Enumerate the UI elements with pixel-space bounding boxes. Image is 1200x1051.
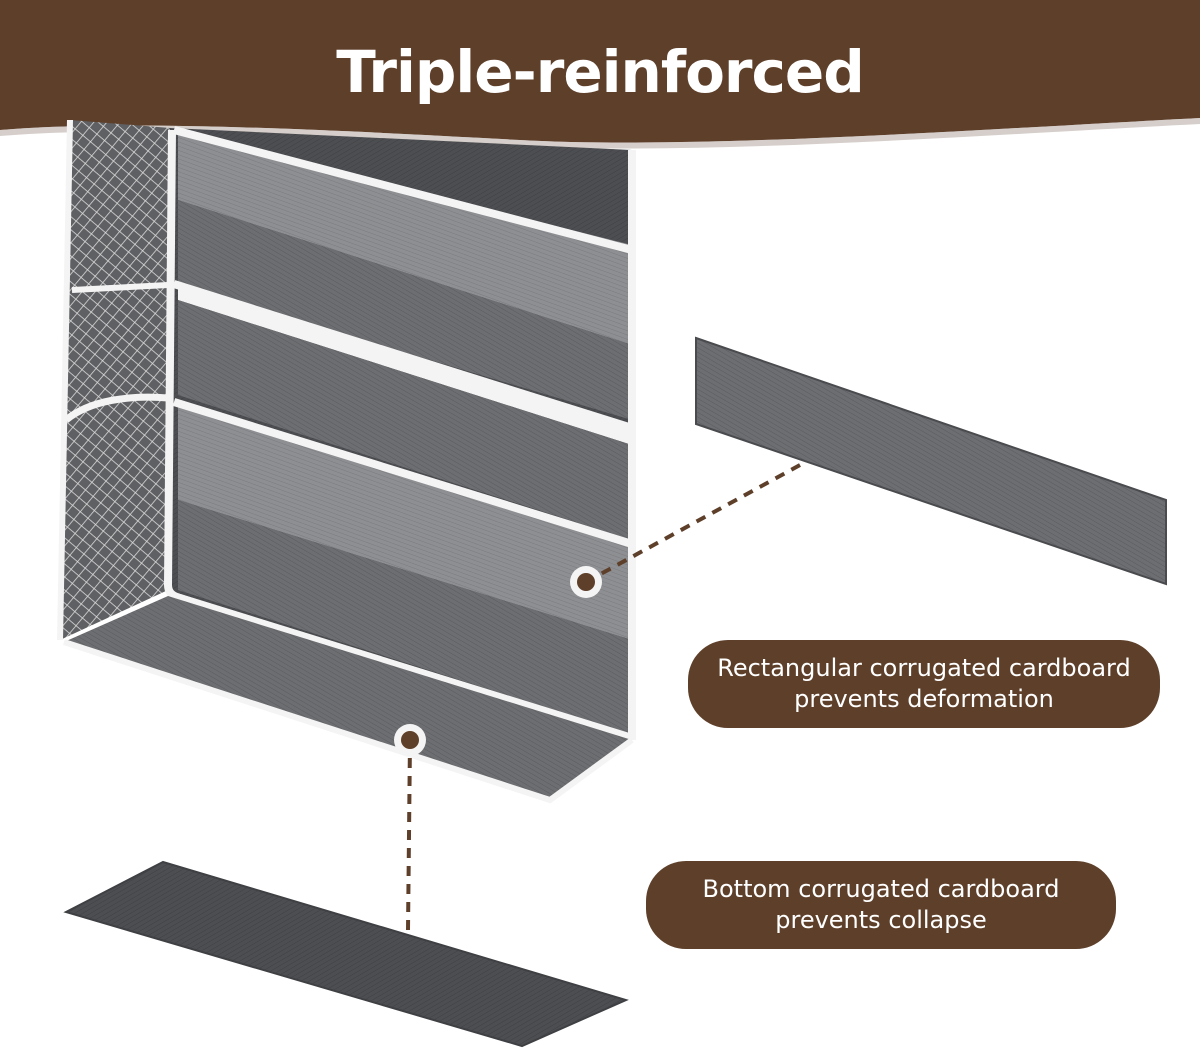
organizer-shelf-front bbox=[178, 288, 632, 445]
banner-shadow bbox=[0, 118, 1200, 149]
connector-line-rect bbox=[585, 463, 801, 584]
callout-line: prevents collapse bbox=[775, 906, 987, 934]
callout-line: prevents deformation bbox=[794, 685, 1054, 713]
callout-pill-bg bbox=[646, 861, 1116, 949]
organizer-shelf-front bbox=[178, 132, 632, 345]
marker-dot-bottom bbox=[394, 724, 426, 756]
callout-rectangular-cardboard: Rectangular corrugated cardboard prevent… bbox=[688, 640, 1160, 728]
title-banner bbox=[0, 0, 1200, 143]
organizer-trim bbox=[163, 129, 634, 742]
callout-bottom-cardboard: Bottom corrugated cardboard prevents col… bbox=[646, 861, 1116, 949]
organizer-trim bbox=[172, 280, 634, 432]
callout-pill-bg bbox=[688, 640, 1160, 728]
organizer-shelf-bottom bbox=[178, 200, 632, 420]
bottom-cardboard-panel bbox=[63, 860, 629, 1048]
organizer-shelf-front bbox=[178, 405, 632, 640]
callout-line: Bottom corrugated cardboard bbox=[702, 875, 1060, 903]
organizer-shelf-bottom bbox=[178, 500, 632, 735]
organizer-base bbox=[64, 596, 632, 800]
organizer-trim bbox=[172, 126, 634, 254]
organizer-base-trim bbox=[63, 639, 634, 804]
organizer-mesh-side bbox=[60, 120, 170, 640]
organizer-side-trim bbox=[57, 119, 73, 641]
page-title: Triple-reinforced bbox=[336, 38, 865, 106]
rectangular-cardboard-panel bbox=[695, 336, 1167, 586]
callout-line: Rectangular corrugated cardboard bbox=[717, 654, 1131, 682]
organizer-side-divider bbox=[71, 282, 169, 293]
connector-line-bottom bbox=[406, 739, 412, 931]
organizer-side-divider bbox=[63, 393, 169, 423]
marker-dot-rect bbox=[570, 566, 602, 598]
organizer-shelf-bottom bbox=[178, 300, 632, 540]
organizer-trim bbox=[172, 398, 634, 548]
